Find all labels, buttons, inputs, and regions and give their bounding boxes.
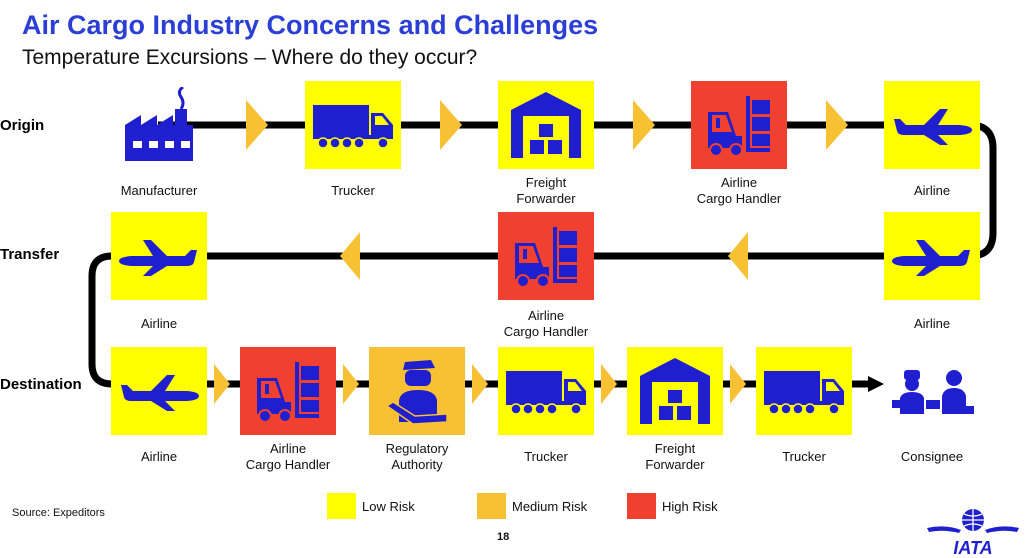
legend-swatch-medium <box>477 493 506 519</box>
node-airline-cargo-handler <box>691 81 787 169</box>
legend-swatch-low <box>327 493 356 519</box>
node-consignee <box>884 347 980 435</box>
page-title: Air Cargo Industry Concerns and Challeng… <box>22 10 599 40</box>
direction-arrow <box>826 100 848 150</box>
node-label: Airline <box>913 316 951 331</box>
airplane-icon <box>119 240 197 276</box>
row-label-destination: Destination <box>0 376 82 393</box>
node-airline-cargo-handler-transfer <box>498 212 594 300</box>
row-label-transfer: Transfer <box>0 246 60 263</box>
airplane-icon <box>894 109 972 145</box>
node-label: Airline Cargo Handler <box>245 441 331 472</box>
airplane-icon <box>121 375 199 411</box>
legend-label-medium: Medium Risk <box>512 499 588 514</box>
direction-arrow <box>601 364 617 404</box>
node-airline-destination <box>111 347 207 435</box>
node-label: Airline Cargo Handler <box>696 175 782 206</box>
consignee-icon <box>892 370 974 414</box>
node-label: Airline <box>140 449 178 464</box>
warehouse-icon <box>511 92 581 158</box>
forklift-icon <box>515 227 577 288</box>
forklift-icon <box>257 362 319 423</box>
node-label: Airline <box>140 316 178 331</box>
node-manufacturer <box>111 81 207 169</box>
node-label: Trucker <box>524 449 568 464</box>
direction-arrow <box>246 100 268 150</box>
direction-arrow <box>472 364 488 404</box>
node-label: Regulatory Authority <box>385 441 449 472</box>
node-label: Freight Forwarder <box>645 441 705 472</box>
direction-arrow <box>340 232 360 280</box>
node-airline-transfer-in <box>884 212 980 300</box>
row-label-origin: Origin <box>0 117 45 134</box>
forklift-icon <box>708 96 770 157</box>
node-label: Airline <box>913 183 951 198</box>
direction-arrow <box>633 100 655 150</box>
node-airline-transfer-out <box>111 212 207 300</box>
node-airline <box>884 81 980 169</box>
direction-arrow <box>214 364 230 404</box>
node-label: Trucker <box>331 183 375 198</box>
node-regulatory-authority <box>369 347 465 435</box>
legend-label-high: High Risk <box>662 499 718 514</box>
node-freight-forwarder <box>498 81 594 169</box>
node-label: Manufacturer <box>120 183 198 198</box>
node-trucker-destination <box>498 347 594 435</box>
truck-icon <box>313 105 393 149</box>
flow-arrowhead <box>868 376 884 392</box>
customs-officer-icon <box>385 360 448 425</box>
legend-swatch-high <box>627 493 656 519</box>
airplane-icon <box>892 240 970 276</box>
page-subtitle: Temperature Excursions – Where do they o… <box>22 46 478 69</box>
factory-icon <box>125 87 193 161</box>
warehouse-icon <box>640 358 710 424</box>
direction-arrow <box>440 100 462 150</box>
source-note: Source: Expeditors <box>12 507 105 519</box>
logo-text: IATA <box>953 538 992 556</box>
truck-icon <box>764 371 844 415</box>
node-label: Freight Forwarder <box>516 175 576 206</box>
direction-arrow <box>728 232 748 280</box>
legend-label-low: Low Risk <box>362 499 415 514</box>
truck-icon <box>506 371 586 415</box>
direction-arrow <box>730 364 746 404</box>
node-label: Airline Cargo Handler <box>503 308 589 339</box>
node-freight-forwarder-destination <box>627 347 723 435</box>
direction-arrow <box>343 364 359 404</box>
node-trucker <box>305 81 401 169</box>
node-airline-cargo-handler-destination <box>240 347 336 435</box>
page-number: 18 <box>497 531 510 543</box>
node-label: Consignee <box>900 449 964 464</box>
node-label: Trucker <box>782 449 826 464</box>
node-trucker-final <box>756 347 852 435</box>
iata-logo: IATA <box>927 509 1019 556</box>
direction-arrows <box>214 100 848 404</box>
